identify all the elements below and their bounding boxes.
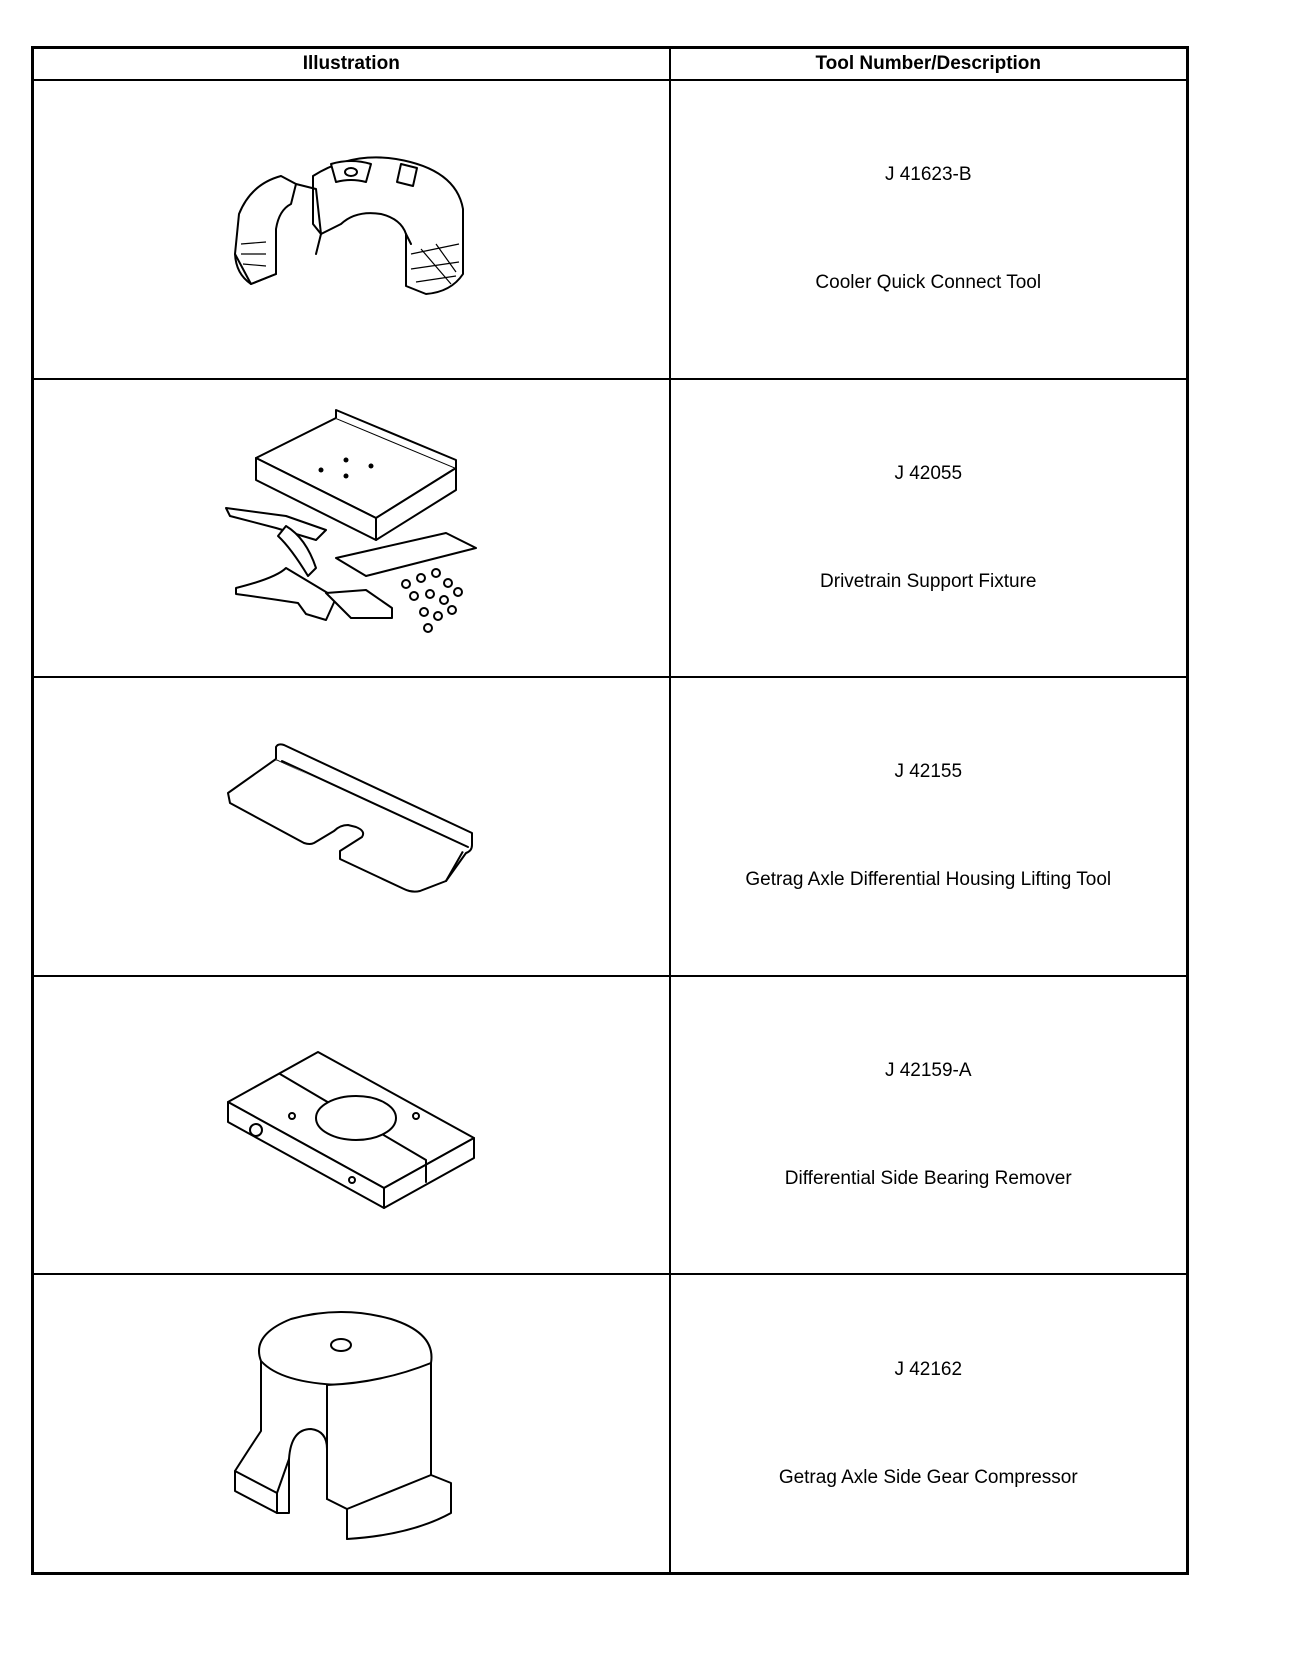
table-row: J 41623-B Cooler Quick Connect Tool <box>31 79 1189 380</box>
tool-number: J 42162 <box>894 1358 963 1380</box>
description-cell: J 42055 Drivetrain Support Fixture <box>668 377 1189 679</box>
tool-description: Getrag Axle Side Gear Compressor <box>778 1466 1078 1488</box>
tool-number: J 41623-B <box>884 164 972 186</box>
description-cell: J 42159-A Differential Side Bearing Remo… <box>668 974 1189 1276</box>
table-row: J 42159-A Differential Side Bearing Remo… <box>31 974 1189 1276</box>
header-tool-number-description: Tool Number/Description <box>668 46 1189 81</box>
tool-number: J 42159-A <box>884 1060 972 1082</box>
illustration-cell <box>31 79 671 380</box>
tool-description: Cooler Quick Connect Tool <box>815 272 1042 294</box>
tool-number: J 42155 <box>894 761 963 783</box>
table-row: J 42155 Getrag Axle Differential Housing… <box>31 676 1189 977</box>
illustration-cell <box>31 1273 671 1575</box>
bearing-remover-icon <box>227 1051 476 1210</box>
illustration-cell <box>31 974 671 1276</box>
tool-description: Getrag Axle Differential Housing Lifting… <box>745 869 1112 891</box>
illustration-cell <box>31 377 671 679</box>
tool-description: Differential Side Bearing Remover <box>784 1168 1072 1190</box>
table-row: J 42162 Getrag Axle Side Gear Compressor <box>31 1273 1189 1575</box>
description-cell: J 42162 Getrag Axle Side Gear Compressor <box>668 1273 1189 1575</box>
tool-description: Drivetrain Support Fixture <box>820 570 1037 592</box>
quick-connect-tool-icon <box>234 156 465 296</box>
header-illustration: Illustration <box>31 46 671 81</box>
support-fixture-icon <box>225 408 478 633</box>
gear-compressor-icon <box>234 1310 453 1540</box>
description-cell: J 42155 Getrag Axle Differential Housing… <box>668 676 1189 977</box>
illustration-cell <box>31 676 671 977</box>
lifting-tool-icon <box>227 743 474 894</box>
table-header-row: Illustration Tool Number/Description <box>31 46 1189 81</box>
tool-table: Illustration Tool Number/Description <box>31 46 1189 1575</box>
tool-number: J 42055 <box>894 462 963 484</box>
table-row: J 42055 Drivetrain Support Fixture <box>31 377 1189 679</box>
description-cell: J 41623-B Cooler Quick Connect Tool <box>668 79 1189 380</box>
